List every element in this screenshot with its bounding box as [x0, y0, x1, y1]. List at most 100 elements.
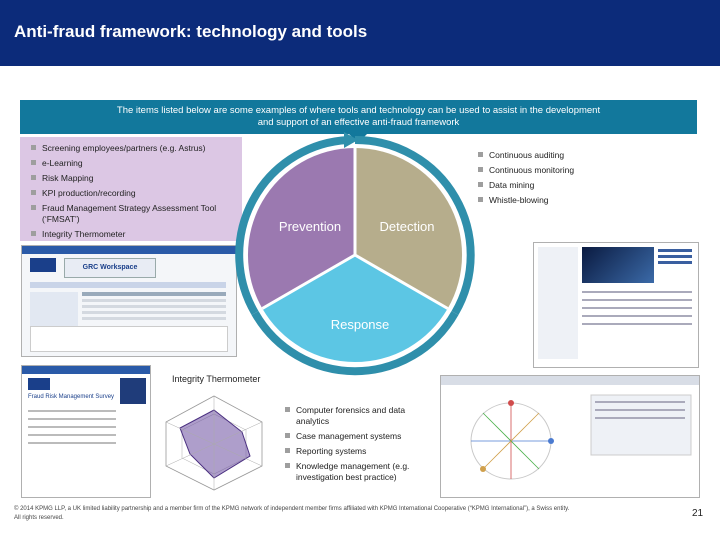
bullet-icon — [31, 145, 36, 150]
grc-workspace-screenshot: GRC Workspace — [21, 245, 237, 357]
detection-label: Detection — [380, 219, 435, 234]
detection-item: Whistle-blowing — [489, 195, 549, 205]
rights-line: All rights reserved. — [14, 514, 694, 523]
survey-screenshot: Fraud Risk Management Survey — [21, 365, 151, 498]
prevention-label: Prevention — [279, 219, 341, 234]
intro-banner: The items listed below are some examples… — [20, 100, 697, 134]
kpmg-logo — [30, 258, 56, 272]
intro-line-1: The items listed below are some examples… — [20, 100, 697, 117]
bullet-icon — [478, 182, 483, 187]
list-item: Whistle-blowing — [478, 195, 618, 206]
bullet-icon — [285, 433, 290, 438]
prevention-item: Risk Mapping — [42, 173, 94, 183]
network-screenshot — [440, 375, 700, 498]
grid-header — [82, 292, 226, 296]
response-item: Computer forensics and data analytics — [296, 405, 405, 426]
text-line — [582, 291, 692, 293]
link-line — [658, 255, 692, 258]
prevention-item: Fraud Management Strategy Assessment Too… — [42, 203, 216, 224]
list-item: Continuous monitoring — [478, 165, 618, 176]
bullet-icon — [31, 205, 36, 210]
cycle-diagram: Prevention Detection Response — [230, 130, 480, 380]
grid-row — [82, 311, 226, 314]
page-number: 21 — [692, 508, 703, 519]
text-line — [28, 426, 116, 428]
survey-title: Fraud Risk Management Survey — [28, 394, 114, 400]
network-graph — [441, 385, 699, 497]
graph-node — [480, 466, 486, 472]
bullet-icon — [478, 152, 483, 157]
list-item: Screening employees/partners (e.g. Astru… — [31, 143, 236, 154]
detection-item: Continuous auditing — [489, 150, 564, 160]
banner-image — [582, 247, 654, 283]
bullet-icon — [285, 463, 290, 468]
response-label: Response — [331, 317, 390, 332]
kpmg-logo — [28, 378, 50, 390]
bullet-icon — [31, 231, 36, 236]
detail-panel — [591, 395, 691, 455]
link-line — [658, 261, 692, 264]
response-item: Knowledge management (e.g. investigation… — [296, 461, 409, 482]
text-line — [582, 323, 692, 325]
link-line — [658, 249, 692, 252]
text-line — [28, 434, 116, 436]
grid-row — [82, 305, 226, 308]
list-item: Case management systems — [285, 431, 435, 442]
list-item: Integrity Thermometer — [31, 229, 236, 240]
response-item: Reporting systems — [296, 446, 366, 456]
text-line — [582, 299, 692, 301]
text-line — [595, 417, 685, 419]
graph-node — [548, 438, 554, 444]
prevention-item: KPI production/recording — [42, 188, 136, 198]
toolbar-strip — [30, 282, 226, 288]
bullet-icon — [478, 197, 483, 202]
bullet-icon — [31, 175, 36, 180]
text-line — [582, 307, 692, 309]
grid-row — [82, 317, 226, 320]
kpmg-website-screenshot — [533, 242, 699, 368]
response-item: Case management systems — [296, 431, 401, 441]
text-line — [595, 409, 685, 411]
list-item: Knowledge management (e.g. investigation… — [285, 461, 435, 483]
grid-row — [82, 299, 226, 302]
footer: © 2014 KPMG LLP, a UK limited liability … — [14, 505, 694, 523]
radar-area — [180, 410, 250, 478]
integrity-thermometer-caption: Integrity Thermometer — [172, 374, 260, 384]
intro-line-2: and support of an effective anti-fraud f… — [20, 117, 697, 129]
bullet-icon — [31, 190, 36, 195]
graph-node — [508, 400, 514, 406]
list-item: Data mining — [478, 180, 618, 191]
bullet-icon — [31, 160, 36, 165]
title-bar: Anti-fraud framework: technology and too… — [0, 0, 720, 66]
prevention-item: Screening employees/partners (e.g. Astru… — [42, 143, 205, 153]
prevention-item: Integrity Thermometer — [42, 229, 125, 239]
browser-bar — [22, 246, 236, 254]
prevention-list: Screening employees/partners (e.g. Astru… — [31, 143, 236, 244]
bullet-icon — [285, 407, 290, 412]
text-line — [582, 315, 692, 317]
list-item: e-Learning — [31, 158, 236, 169]
radar-chart-image — [150, 388, 278, 496]
detection-item: Data mining — [489, 180, 534, 190]
text-line — [28, 442, 116, 444]
list-item: Fraud Management Strategy Assessment Too… — [31, 203, 236, 225]
grc-logo: GRC Workspace — [64, 258, 156, 278]
text-line — [595, 401, 685, 403]
left-nav — [538, 247, 578, 359]
detail-pane — [30, 326, 228, 352]
list-item: Reporting systems — [285, 446, 435, 457]
list-item: KPI production/recording — [31, 188, 236, 199]
radar-chart-svg — [150, 388, 278, 496]
list-item: Risk Mapping — [31, 173, 236, 184]
list-item: Computer forensics and data analytics — [285, 405, 435, 427]
detection-list: Continuous auditing Continuous monitorin… — [478, 150, 618, 210]
bullet-icon — [478, 167, 483, 172]
detection-item: Continuous monitoring — [489, 165, 574, 175]
response-list: Computer forensics and data analytics Ca… — [285, 405, 435, 487]
prevention-item: e-Learning — [42, 158, 83, 168]
list-item: Continuous auditing — [478, 150, 618, 161]
bullet-icon — [285, 448, 290, 453]
side-panel — [120, 378, 146, 404]
slide-title: Anti-fraud framework: technology and too… — [14, 22, 367, 42]
copyright-line: © 2014 KPMG LLP, a UK limited liability … — [14, 505, 694, 514]
